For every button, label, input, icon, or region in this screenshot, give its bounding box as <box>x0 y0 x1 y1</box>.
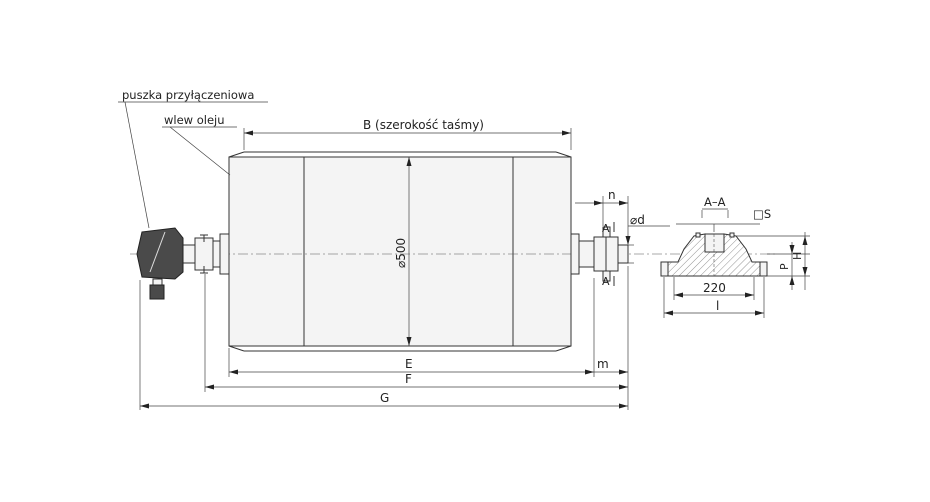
dimension-b: B (szerokość taśmy) <box>243 118 572 150</box>
dimensions-p-h: P H <box>735 232 810 290</box>
dimension-g: G <box>139 280 628 410</box>
dimension-g-label: G <box>380 391 389 405</box>
dimension-n: n <box>575 188 629 244</box>
oil-inlet-leader: wlew oleju <box>162 113 237 176</box>
dimension-f-label: F <box>405 372 412 386</box>
dimension-e-label: E <box>405 357 413 371</box>
dimensions-220-l: 220 l <box>663 277 765 318</box>
dimension-f: F <box>204 274 628 392</box>
dimension-m-label: m <box>597 357 609 371</box>
section-a-a: A–A □S <box>660 195 771 277</box>
dimension-p-label: P <box>778 263 791 270</box>
dimension-e: E <box>228 278 595 377</box>
dimension-m: m <box>594 266 629 410</box>
dimension-shaft-d: ⌀d <box>625 213 670 264</box>
dimension-h-label: H <box>791 252 804 260</box>
dimension-diameter: ⌀500 <box>394 157 412 346</box>
section-mark-bottom: A <box>602 275 610 288</box>
shaft-d-label: ⌀d <box>630 213 645 227</box>
dimension-220-label: 220 <box>703 281 726 295</box>
left-shaft-assembly <box>182 233 230 275</box>
dimension-n-label: n <box>608 188 616 202</box>
diameter-label: ⌀500 <box>394 238 408 268</box>
section-title: A–A <box>704 195 726 209</box>
oil-inlet-label: wlew oleju <box>164 113 225 127</box>
flat-s-label: □S <box>753 207 771 221</box>
junction-box-leader: puszka przyłączeniowa <box>118 88 268 229</box>
right-shaft-assembly <box>570 226 629 282</box>
belt-width-label: B (szerokość taśmy) <box>363 118 484 132</box>
junction-box-label: puszka przyłączeniowa <box>122 88 254 102</box>
dimension-l-label: l <box>716 299 719 313</box>
section-mark-top: A <box>602 222 610 235</box>
drum-shell <box>228 151 572 352</box>
section-marks: A A <box>602 222 615 288</box>
junction-box <box>136 227 184 300</box>
